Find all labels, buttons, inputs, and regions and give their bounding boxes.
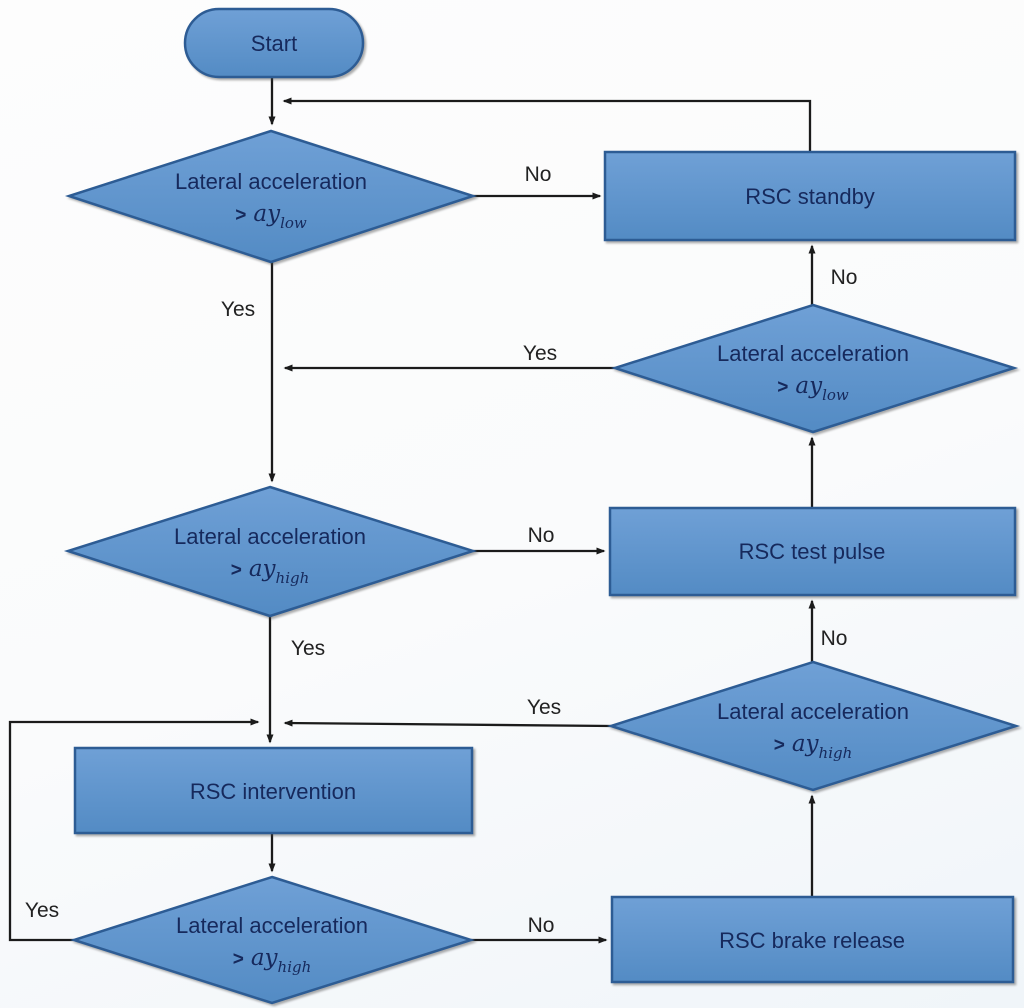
edges <box>8 78 816 944</box>
rsc-intervention-label: RSC intervention <box>190 779 356 804</box>
rsc-brake-release-label: RSC brake release <box>719 928 905 953</box>
node-rsc-brake-release: RSC brake release <box>610 895 1015 984</box>
edge-label-yes: Yes <box>527 696 561 719</box>
decision-diamond-shape <box>69 875 476 1005</box>
decision-diamond-shape <box>606 660 1021 792</box>
operator-text: > <box>235 205 246 226</box>
process-box-shape <box>608 506 1017 597</box>
edge-label-yes: Yes <box>221 298 255 321</box>
node-start: Start <box>183 7 365 79</box>
decision-diamond-shape <box>63 485 478 618</box>
subscript-text: low <box>822 386 849 404</box>
edge-label-yes: Yes <box>25 899 59 922</box>
variable-text: ay <box>253 201 281 227</box>
edge-labels: No Yes No Yes No Yes No Yes Yes No <box>25 163 858 937</box>
node-rsc-intervention: RSC intervention <box>73 746 474 835</box>
decision-diamond-shape <box>64 129 478 264</box>
node-rsc-standby: RSC standby <box>603 150 1017 242</box>
decision-label-line1: Lateral acceleration <box>174 524 366 549</box>
node-decision-ayhigh-main: Lateral acceleration > ayhigh <box>63 485 478 618</box>
subscript-text: high <box>819 744 853 762</box>
edge-standby-feedback-to-main-line <box>282 97 812 152</box>
variable-text: ay <box>251 945 279 971</box>
edge-decision3-yes-loop-to-junction <box>8 718 260 942</box>
decision-label-line2: > aylow <box>777 373 849 404</box>
operator-text: > <box>777 377 788 398</box>
rsc-standby-label: RSC standby <box>745 184 875 209</box>
decision-label-line1: Lateral acceleration <box>717 699 909 724</box>
decision-label-line1: Lateral acceleration <box>175 169 367 194</box>
process-box-shape <box>73 746 474 835</box>
node-decision-aylow-main: Lateral acceleration > aylow <box>64 129 478 264</box>
operator-text: > <box>774 735 785 756</box>
node-decision-ayhigh-bottom: Lateral acceleration > ayhigh <box>69 875 476 1005</box>
subscript-text: high <box>276 569 310 587</box>
decision-diamond-shape <box>610 303 1019 434</box>
process-box-shape <box>610 895 1015 984</box>
edge-label-no: No <box>528 524 555 547</box>
node-decision-aylow-right: Lateral acceleration > aylow <box>610 303 1019 434</box>
operator-text: > <box>231 560 242 581</box>
edge-label-no: No <box>528 914 555 937</box>
decision-label-line2: > ayhigh <box>233 945 312 976</box>
edge-label-no: No <box>821 627 848 650</box>
start-label: Start <box>251 31 297 56</box>
subscript-text: high <box>278 958 312 976</box>
decision-label-line2: > ayhigh <box>774 731 853 762</box>
subscript-text: low <box>280 214 307 232</box>
start-terminator-shape <box>183 7 365 79</box>
variable-text: ay <box>795 373 823 399</box>
decision-label-line2: > ayhigh <box>231 556 310 587</box>
variable-text: ay <box>792 731 820 757</box>
decision-label-line2: > aylow <box>235 201 307 232</box>
process-box-shape <box>603 150 1017 242</box>
edge-label-yes: Yes <box>523 342 557 365</box>
decision-label-line1: Lateral acceleration <box>176 913 368 938</box>
decision-label-line1: Lateral acceleration <box>717 341 909 366</box>
edge-label-yes: Yes <box>291 637 325 660</box>
node-decision-ayhigh-right: Lateral acceleration > ayhigh <box>606 660 1021 792</box>
variable-text: ay <box>249 556 277 582</box>
edge-label-no: No <box>831 266 858 289</box>
rsc-test-pulse-label: RSC test pulse <box>739 539 886 564</box>
edge-label-no: No <box>525 163 552 186</box>
node-rsc-test-pulse: RSC test pulse <box>608 506 1017 597</box>
edge-rdecision2-yes-to-junction <box>283 719 612 728</box>
operator-text: > <box>233 949 244 970</box>
